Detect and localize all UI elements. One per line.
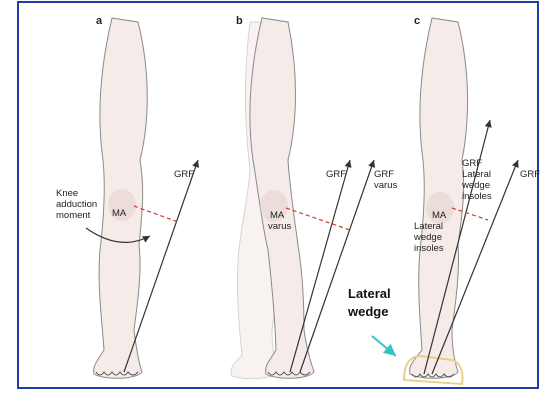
ma-line-4: insoles xyxy=(414,243,444,254)
panel-a-letter: a xyxy=(96,15,103,27)
grf-label-c: GRF xyxy=(520,169,540,180)
ma-varus-label-b: varus xyxy=(268,221,291,232)
ma-line-2: Lateral xyxy=(414,221,443,232)
ma-line-1: MA xyxy=(432,210,447,221)
grf-insole-line-1: GRF xyxy=(462,158,482,169)
moment-label-line-1: Knee xyxy=(56,188,78,199)
grf-insole-line-4: insoles xyxy=(462,191,492,202)
grf-label-a: GRF xyxy=(174,169,194,180)
ma-label-a: MA xyxy=(112,208,127,219)
grf-varus-label-b: GRF xyxy=(374,169,394,180)
lateral-wedge-line-1: Lateral xyxy=(348,286,391,301)
panel-c-letter: c xyxy=(414,15,420,27)
grf-label-b: GRF xyxy=(326,169,346,180)
ma-label-b: MA xyxy=(270,210,285,221)
panel-b-letter: b xyxy=(236,15,243,27)
grf-insole-line-3: wedge xyxy=(461,180,490,191)
moment-label-line-3: moment xyxy=(56,210,91,221)
varus-label-b: varus xyxy=(374,180,397,191)
grf-insole-line-2: Lateral xyxy=(462,169,491,180)
ma-line-3: wedge xyxy=(413,232,442,243)
moment-label-line-2: adduction xyxy=(56,199,97,210)
lateral-wedge-line-2: wedge xyxy=(347,304,388,319)
